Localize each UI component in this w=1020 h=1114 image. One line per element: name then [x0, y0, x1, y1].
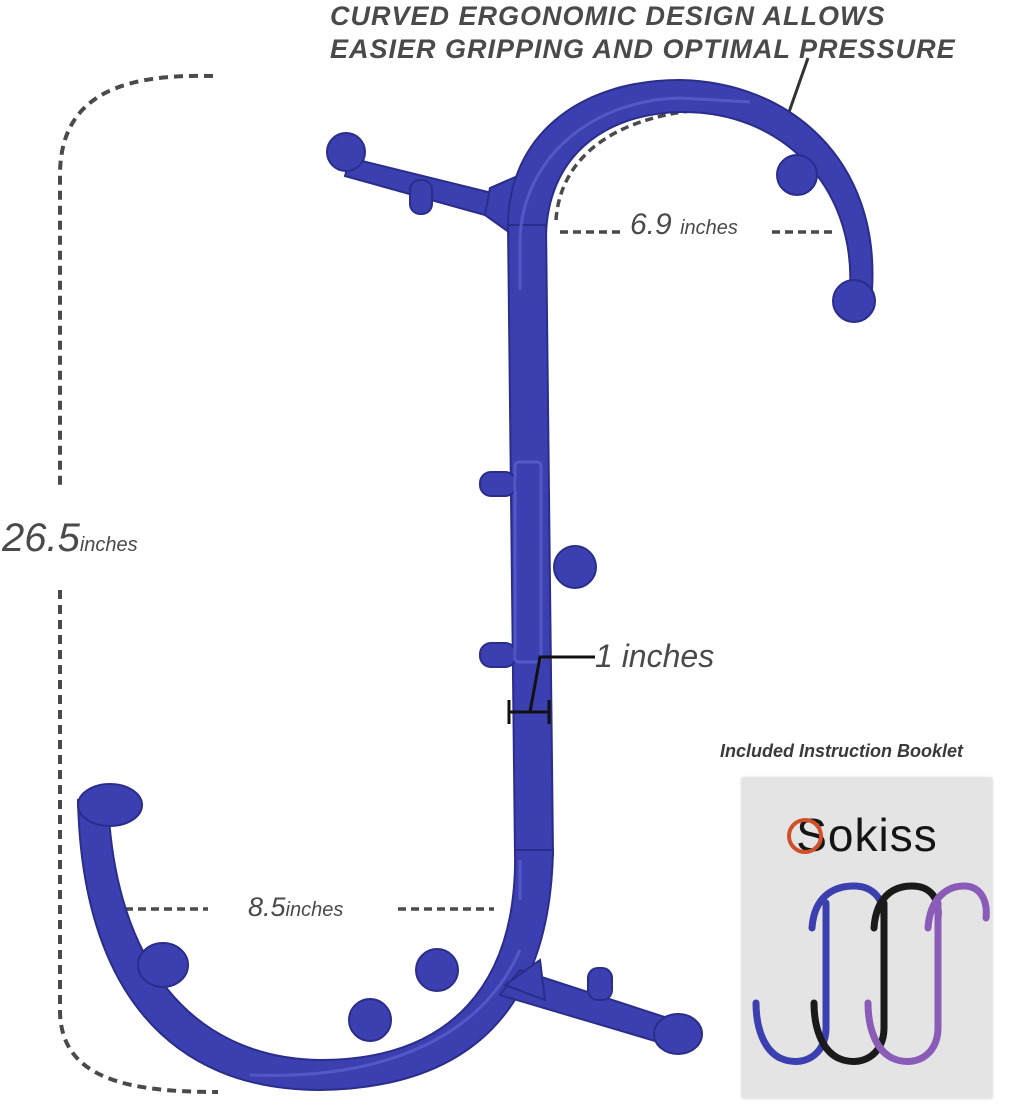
headline: CURVED ERGONOMIC DESIGN ALLOWS EASIER GR… — [330, 0, 1020, 66]
massager-grooves — [249, 96, 751, 1077]
hook-width-label: 6.9 inches — [630, 208, 738, 242]
total-length-value: 26.5 — [2, 516, 80, 560]
hook-width-value: 6.9 — [630, 208, 672, 241]
total-length-label: 26.5inches — [2, 516, 138, 561]
booklet-product-thumbnails — [752, 818, 990, 1065]
thickness-dimension — [507, 655, 595, 724]
instruction-booklet: Sokiss — [742, 778, 992, 1098]
hook-width-unit: inches — [680, 217, 738, 239]
thumb-purple-massager — [864, 882, 990, 1065]
total-length-bracket — [58, 73, 219, 1094]
total-length-unit: inches — [79, 534, 138, 556]
thickness-label: 1 inches — [595, 638, 715, 674]
bottom-width-label: 8.5inches — [248, 892, 343, 923]
headline-line-2: EASIER GRIPPING AND OPTIMAL PRESSURE — [330, 34, 956, 64]
headline-line-1: CURVED ERGONOMIC DESIGN ALLOWS — [330, 1, 886, 31]
massager-body — [76, 78, 876, 1092]
hook-width-dimension — [554, 108, 836, 234]
booklet-caption: Included Instruction Booklet — [720, 741, 964, 761]
bottom-width-value: 8.5 — [248, 892, 286, 922]
brand-logo-ring — [787, 818, 823, 854]
bottom-width-unit: inches — [285, 899, 344, 921]
